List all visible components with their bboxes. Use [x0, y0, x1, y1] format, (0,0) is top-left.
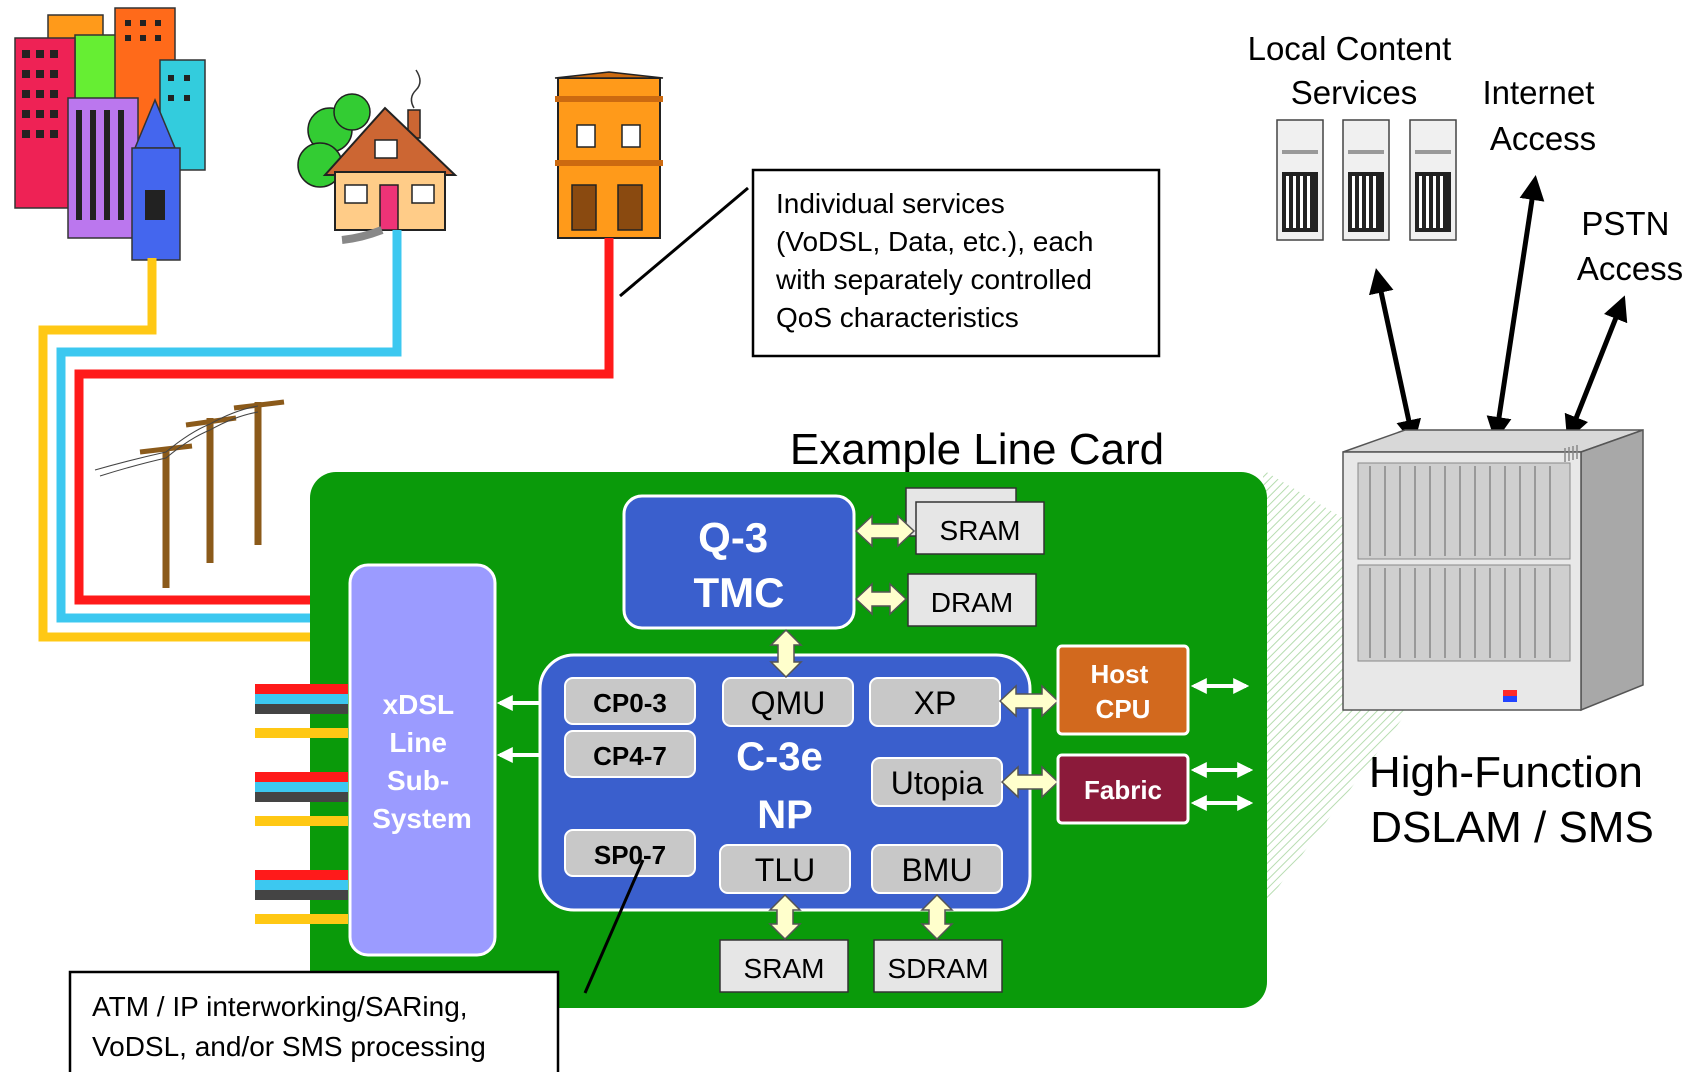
pstn-access-label: PSTN Access — [1577, 205, 1683, 287]
tmc-dram-label: DRAM — [931, 587, 1013, 618]
c3e-np-label: C-3e NP — [736, 735, 834, 837]
utopia-label: Utopia — [891, 765, 984, 801]
xp-label: XP — [914, 685, 957, 721]
xdsl-label: xDSL Line Sub- System — [372, 689, 472, 834]
np-sdram-label: SDRAM — [887, 953, 988, 984]
qmu-block — [722, 677, 854, 727]
np-sram-label: SRAM — [744, 953, 825, 984]
services-callout-box — [751, 168, 1161, 358]
q3-tmc-label: Q-3 TMC — [694, 514, 785, 616]
access-lines — [38, 230, 614, 642]
services-callout-text: Individual services (VoDSL, Data, etc.),… — [775, 188, 1101, 333]
house-icon — [297, 69, 458, 244]
np-sram-box — [719, 939, 849, 993]
city-buildings-icon — [14, 7, 206, 261]
q3-tmc-block — [622, 494, 856, 630]
townhouse-icon — [554, 71, 664, 239]
yellow-access-line — [38, 258, 350, 642]
uplink-arrows — [1368, 175, 1628, 445]
dslam-chassis-icon — [1342, 428, 1644, 712]
processing-callout-leader — [583, 859, 645, 994]
server-icons — [1276, 119, 1457, 241]
line-card-title: Example Line Card — [790, 425, 1164, 474]
fabric-block — [1056, 753, 1190, 825]
host-cpu-label: Host CPU — [1090, 659, 1155, 724]
line-stubs — [255, 684, 348, 924]
cp03-block — [564, 677, 696, 725]
qmu-label: QMU — [751, 685, 826, 721]
processing-callout-box — [68, 970, 560, 1077]
dslam-label: High-Function DSLAM / SMS — [1369, 748, 1655, 852]
np-sub-blocks — [564, 677, 1003, 894]
tmc-sram-box — [915, 501, 1045, 555]
processing-callout-text: ATM / IP interworking/SARing, VoDSL, and… — [92, 991, 486, 1062]
tlu-block — [719, 844, 851, 894]
fabric-label: Fabric — [1084, 775, 1162, 805]
red-access-line — [74, 238, 614, 605]
cp47-label: CP4-7 — [593, 741, 667, 771]
external-arrows — [1190, 678, 1254, 811]
local-content-label: Local Content Services — [1248, 30, 1461, 111]
xdsl-subsystem-block — [348, 563, 497, 957]
cp03-label: CP0-3 — [593, 688, 667, 718]
bus-arrows — [768, 514, 1060, 941]
tmc-dram-box — [907, 573, 1037, 627]
np-sdram-box — [873, 939, 1003, 993]
services-callout-leader — [619, 186, 749, 298]
tlu-label: TLU — [755, 852, 815, 888]
bmu-block — [871, 844, 1003, 894]
internet-access-label: Internet Access — [1482, 74, 1603, 157]
cp47-block — [564, 730, 696, 778]
sp07-block — [564, 829, 696, 877]
tmc-sram-label: SRAM — [940, 515, 1021, 546]
bmu-label: BMU — [901, 852, 972, 888]
blue-access-line — [56, 230, 402, 623]
sp07-label: SP0-7 — [594, 840, 666, 870]
telephone-poles-icon — [94, 399, 285, 588]
host-cpu-block — [1056, 644, 1190, 736]
